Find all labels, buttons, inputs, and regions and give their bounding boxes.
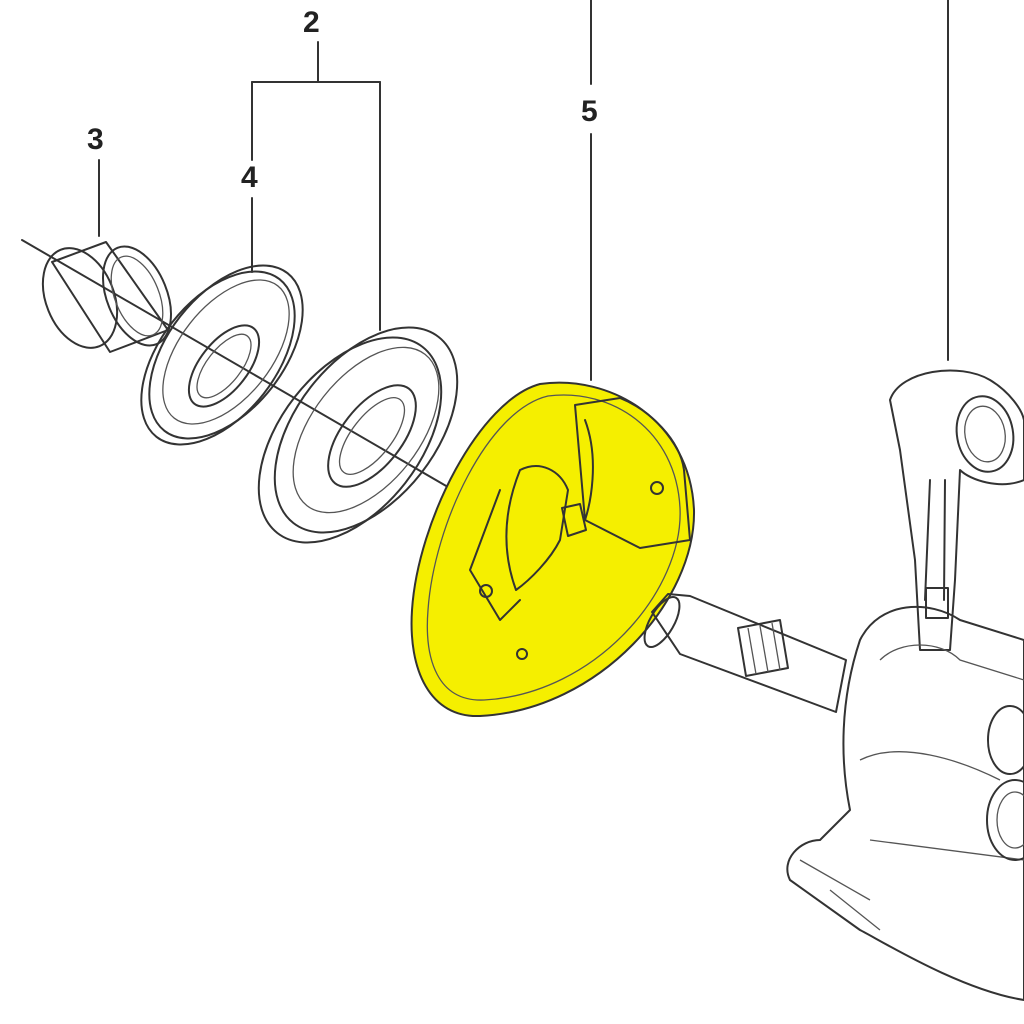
callout-label-2: 2	[303, 6, 320, 39]
callout-label-4: 4	[241, 161, 258, 194]
ball-bearing-part	[257, 326, 459, 544]
leader-lines	[98, 0, 949, 381]
crankshaft-part	[643, 369, 1024, 1001]
oil-pump-plate-part	[410, 381, 696, 718]
callout-label-3: 3	[87, 123, 104, 156]
callout-label-5: 5	[581, 95, 598, 128]
oil-seal-part	[140, 264, 304, 446]
bushing-part	[41, 241, 172, 353]
